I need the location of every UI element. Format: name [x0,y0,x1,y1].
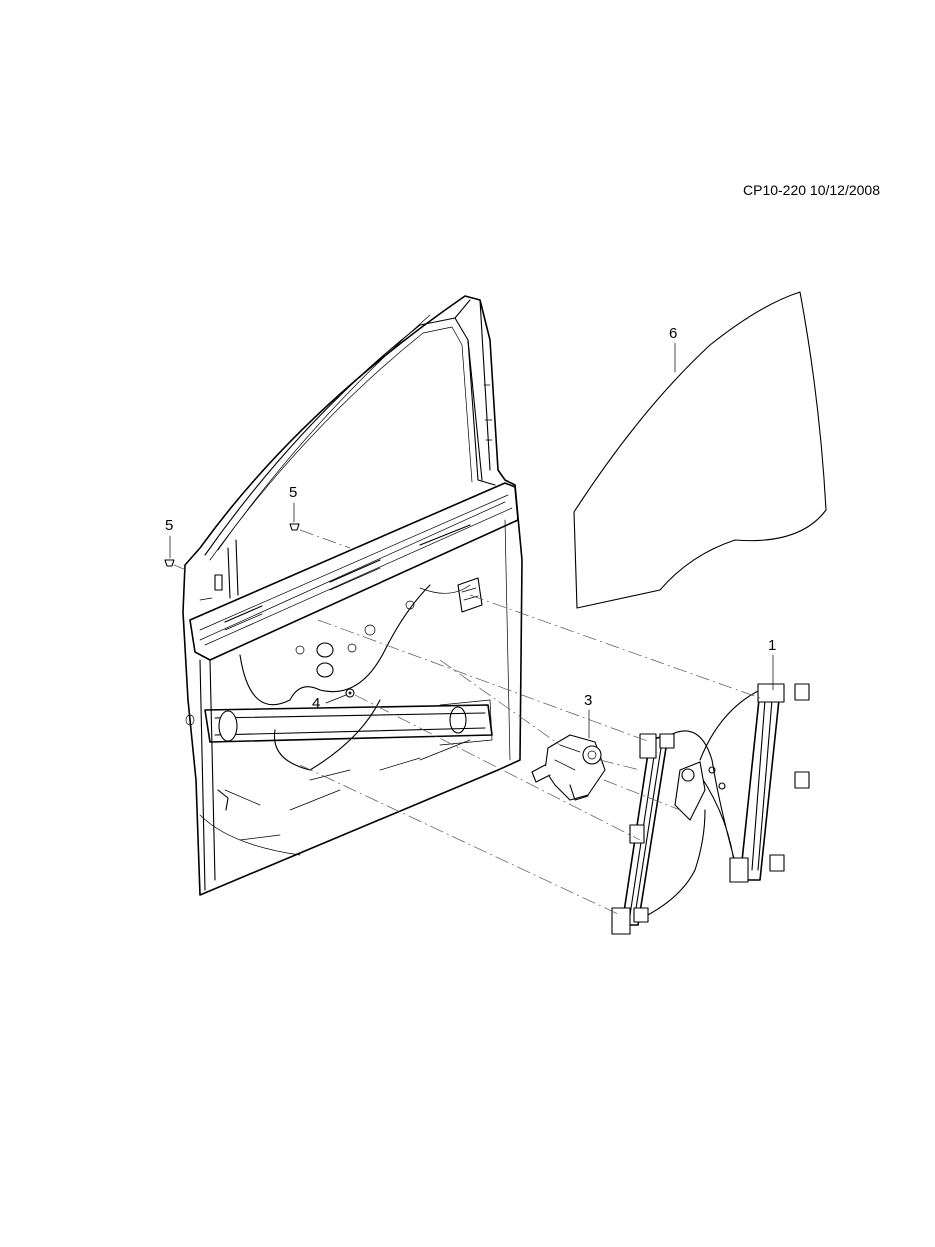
callout-1: 1 [768,637,776,691]
assembly-lines [173,529,761,916]
callout-5a-label: 5 [165,517,173,534]
callout-5b-label: 5 [289,484,297,501]
callout-6: 6 [669,325,677,373]
fastener-5-front [164,559,175,567]
door-inner-panel [182,295,523,896]
fastener-4 [345,688,355,698]
callout-6-label: 6 [669,325,677,342]
door-glass [573,291,827,609]
callout-3: 3 [584,692,592,739]
callout-3-label: 3 [584,692,592,709]
fastener-5-upper [289,523,300,531]
document-id: CP10-220 10/12/2008 [743,182,880,198]
callout-4-label: 4 [312,695,320,712]
window-regulator [611,683,810,935]
window-motor [531,734,606,801]
callout-4: 4 [312,694,347,712]
callout-5a: 5 [165,517,173,559]
callout-1-label: 1 [768,637,776,654]
callout-5b: 5 [289,484,297,523]
